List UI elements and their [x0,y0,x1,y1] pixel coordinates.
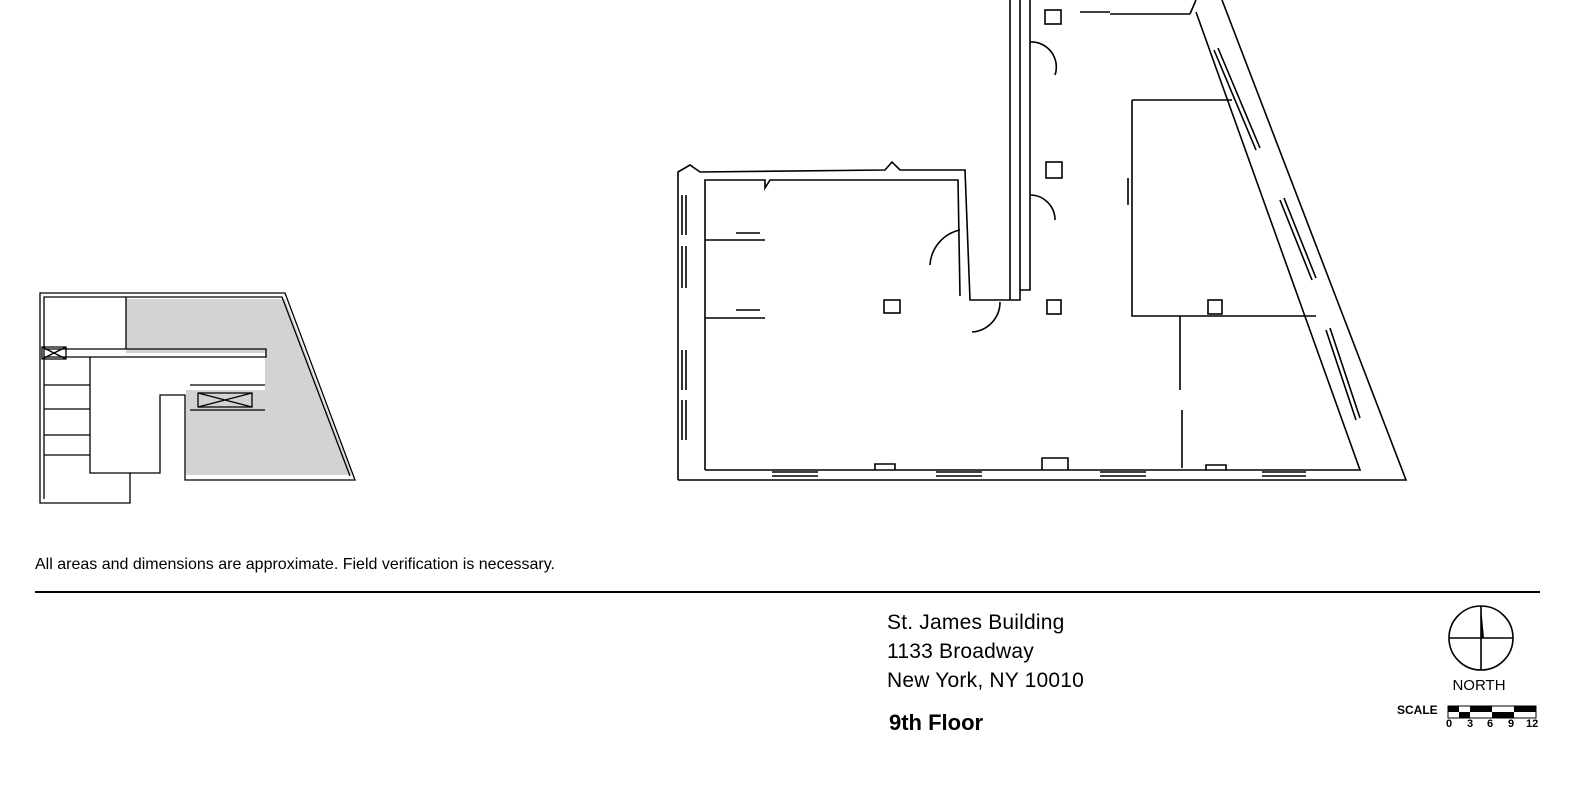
column [1207,299,1223,315]
column [1044,9,1062,25]
key-plan-outline [39,292,356,504]
leased-area-highlight [126,299,352,475]
outer-wall [677,0,1408,481]
north-compass-icon [1448,605,1514,671]
scale-label: SCALE [1397,703,1438,717]
column [883,299,901,314]
scale-tick: 9 [1508,718,1515,730]
scale-tick: 12 [1526,718,1539,730]
office-wall [1131,99,1316,317]
building-street: 1133 Broadway [887,640,1034,663]
partition-wall [705,232,765,319]
door-swing [1029,41,1058,76]
window [681,195,687,440]
building-city: New York, NY 10010 [887,669,1085,692]
inner-wall [704,11,1362,471]
title-block-divider [35,591,1540,593]
key-plan [39,292,356,504]
column [1045,161,1063,179]
scale-tick: 6 [1487,718,1494,730]
corridor-wall [1009,0,1031,300]
scale-tick: 0 [1446,718,1453,730]
disclaimer-text: All areas and dimensions are approximate… [35,556,555,573]
window [772,471,1306,477]
floor-label: 9th Floor [889,710,984,735]
scale-tick: 3 [1467,718,1474,730]
door-swing [929,229,961,266]
door-swing [971,301,1001,333]
scale-bar [1447,705,1537,719]
door-swing [1029,194,1056,221]
building-name: St. James Building [887,611,1065,634]
column [1046,299,1062,315]
building-address: St. James Building 1133 Broadway New Yor… [887,608,1084,695]
window [1213,47,1361,421]
north-label: NORTH [1452,677,1506,694]
